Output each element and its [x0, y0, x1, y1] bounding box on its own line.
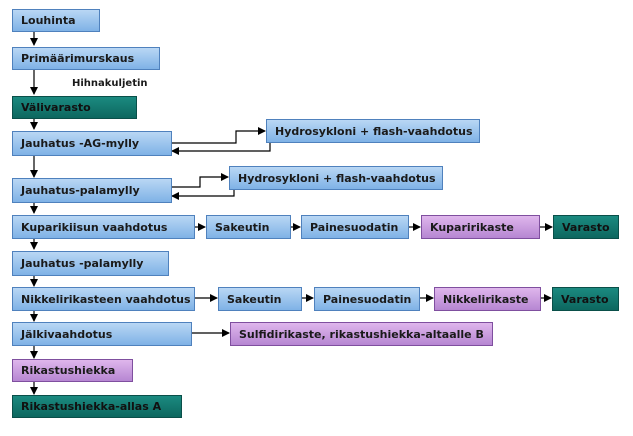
node-label: Varasto [561, 292, 609, 306]
node-label: Kuparirikaste [430, 220, 514, 234]
node-label: Painesuodatin [323, 292, 412, 306]
node-label: Rikastushiekka [21, 364, 116, 377]
arrow-hydro2-pala1 [171, 190, 235, 200]
node-kuparirikaste: Kuparirikaste [421, 215, 540, 239]
node-label: Primäärimurskaus [21, 52, 135, 65]
node-label: Rikastushiekka-allas A [21, 400, 162, 413]
node-label: Sakeutin [227, 292, 282, 306]
arrow-pala1-hydro2 [172, 173, 229, 188]
node-label: Sulfidirikaste, rikastushiekka-altaalle … [239, 327, 484, 341]
node-label: Hydrosykloni + flash-vaahdotus [238, 171, 436, 185]
arrow-hydro1-jauhatus-ag [171, 143, 271, 155]
node-valivarasto: Välivarasto [12, 96, 137, 119]
node-jauhatus-palamylly-1: Jauhatus-palamylly [12, 178, 172, 203]
node-louhinta: Louhinta [12, 9, 100, 32]
node-jalkivaahdotus: Jälkivaahdotus [12, 322, 192, 346]
node-label: Jauhatus-palamylly [21, 184, 140, 197]
node-label: Painesuodatin [310, 220, 399, 234]
node-primaarimurskaus: Primäärimurskaus [12, 47, 160, 70]
node-kuparikiisun-vaahdotus: Kuparikiisun vaahdotus [12, 215, 195, 239]
node-rikastushiekka-allas-a: Rikastushiekka-allas A [12, 395, 182, 418]
node-label: Hydrosykloni + flash-vaahdotus [275, 124, 473, 138]
node-hydrosykloni-1: Hydrosykloni + flash-vaahdotus [266, 119, 480, 143]
node-jauhatus-ag: Jauhatus -AG-mylly [12, 131, 172, 156]
node-label: Nikkelirikaste [443, 292, 529, 306]
node-label: Louhinta [21, 14, 76, 27]
node-varasto-2: Varasto [552, 287, 619, 311]
node-label: Jauhatus -palamylly [21, 257, 144, 270]
node-label: Jauhatus -AG-mylly [21, 137, 140, 150]
arrow-jauhatus-ag-hydro1 [172, 127, 266, 144]
node-label: Jälkivaahdotus [21, 327, 113, 341]
node-sakeutin-2: Sakeutin [218, 287, 302, 311]
node-label: Varasto [562, 220, 610, 234]
node-varasto-1: Varasto [553, 215, 619, 239]
node-rikastushiekka: Rikastushiekka [12, 359, 133, 382]
node-nikkelirikaste: Nikkelirikaste [434, 287, 541, 311]
node-label: Nikkelirikasteen vaahdotus [21, 292, 191, 306]
node-nikkelirikasteen-vaahdotus: Nikkelirikasteen vaahdotus [12, 287, 195, 311]
node-label: Sakeutin [215, 220, 270, 234]
node-sakeutin-1: Sakeutin [206, 215, 291, 239]
node-painesuodatin-1: Painesuodatin [301, 215, 409, 239]
node-hydrosykloni-2: Hydrosykloni + flash-vaahdotus [229, 166, 443, 190]
node-label: Välivarasto [21, 101, 91, 114]
node-painesuodatin-2: Painesuodatin [314, 287, 420, 311]
label-hihnakuljetin: Hihnakuljetin [72, 78, 148, 89]
node-sulfidirikaste: Sulfidirikaste, rikastushiekka-altaalle … [230, 322, 493, 346]
node-jauhatus-palamylly-2: Jauhatus -palamylly [12, 251, 169, 276]
node-label: Kuparikiisun vaahdotus [21, 220, 168, 234]
